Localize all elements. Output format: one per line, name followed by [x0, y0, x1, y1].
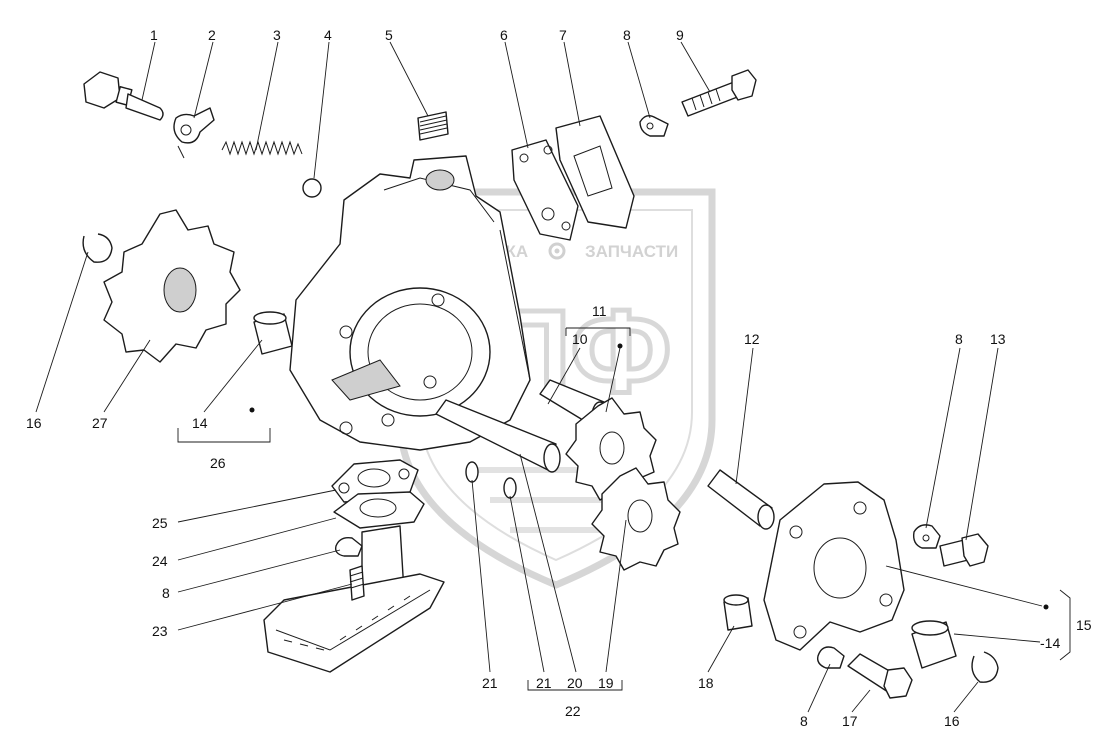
part-bolt-17	[847, 653, 913, 699]
part-bolt-9	[681, 69, 757, 117]
callout-9: 9	[676, 27, 684, 43]
callout-8-top: 8	[623, 27, 631, 43]
gear-marker-dot	[617, 343, 623, 349]
callout-14-left: 14	[192, 415, 208, 431]
part-washer-8-strainer	[334, 536, 363, 557]
part-bolt-13	[939, 533, 989, 567]
callout-20: 20	[567, 675, 583, 691]
part-bushing-14-right	[911, 620, 957, 669]
part-washer-8-bottom	[816, 646, 845, 669]
callout-26: 26	[210, 455, 226, 471]
callout-10: 10	[572, 331, 588, 347]
callout-15: 15	[1076, 617, 1092, 633]
callout-5: 5	[385, 27, 393, 43]
callout-8-bottom: 8	[800, 713, 808, 729]
part-bushing-14-left	[253, 311, 293, 355]
cover-marker-dot	[1043, 604, 1049, 610]
part-bushing-18	[723, 594, 753, 631]
part-gear-lower	[591, 467, 681, 571]
part-snap-ring-16-right	[971, 651, 999, 683]
part-strainer-23	[263, 565, 445, 673]
callout-7: 7	[559, 27, 567, 43]
part-washer-8-right	[912, 524, 941, 549]
callout-21-left: 21	[482, 675, 498, 691]
callout-16-left: 16	[26, 415, 42, 431]
callout-6: 6	[500, 27, 508, 43]
part-threaded-plug	[417, 111, 449, 141]
callout-27: 27	[92, 415, 108, 431]
callout-22: 22	[565, 703, 581, 719]
part-ball	[302, 178, 322, 198]
part-gasket-6	[511, 139, 579, 241]
callout-21-right: 21	[536, 675, 552, 691]
leader-lines	[35, 41, 1071, 713]
part-washer-8-top	[639, 115, 669, 137]
gear-icon	[548, 242, 566, 260]
part-lock-washer-2	[173, 107, 215, 159]
callout-1: 1	[150, 27, 158, 43]
callout-16-right: 16	[944, 713, 960, 729]
callout-14-right: -14	[1040, 635, 1060, 651]
callout-2: 2	[208, 27, 216, 43]
callout-12: 12	[744, 331, 760, 347]
watermark-text-right: ЗАПЧАСТИ	[585, 242, 678, 261]
callout-23: 23	[152, 623, 168, 639]
part-pin-12	[707, 469, 775, 530]
part-flange-7	[555, 115, 635, 229]
callout-24: 24	[152, 553, 168, 569]
part-shaft-20	[435, 399, 561, 473]
callout-11: 11	[592, 303, 607, 319]
housing-marker-dot	[249, 407, 255, 413]
part-key-21a	[465, 461, 479, 483]
part-snap-ring-16-left	[82, 233, 113, 263]
part-drive-gear-27	[103, 209, 241, 363]
callout-13: 13	[990, 331, 1006, 347]
part-pump-housing	[289, 155, 531, 451]
part-pump-cover-15	[763, 481, 905, 651]
callout-25: 25	[152, 515, 168, 531]
callout-labels: 1 2 3 4 5 6 7 8 9 11 10 12 8 13 16 27 14…	[26, 27, 1092, 729]
callout-8-right: 8	[955, 331, 963, 347]
callout-19: 19	[598, 675, 614, 691]
callout-17: 17	[842, 713, 858, 729]
part-valve-plug	[83, 71, 164, 121]
callout-18: 18	[698, 675, 714, 691]
part-key-21b	[503, 477, 517, 499]
callout-4: 4	[324, 27, 332, 43]
part-spring	[221, 140, 303, 156]
callout-8-strainer: 8	[162, 585, 170, 601]
callout-3: 3	[273, 27, 281, 43]
